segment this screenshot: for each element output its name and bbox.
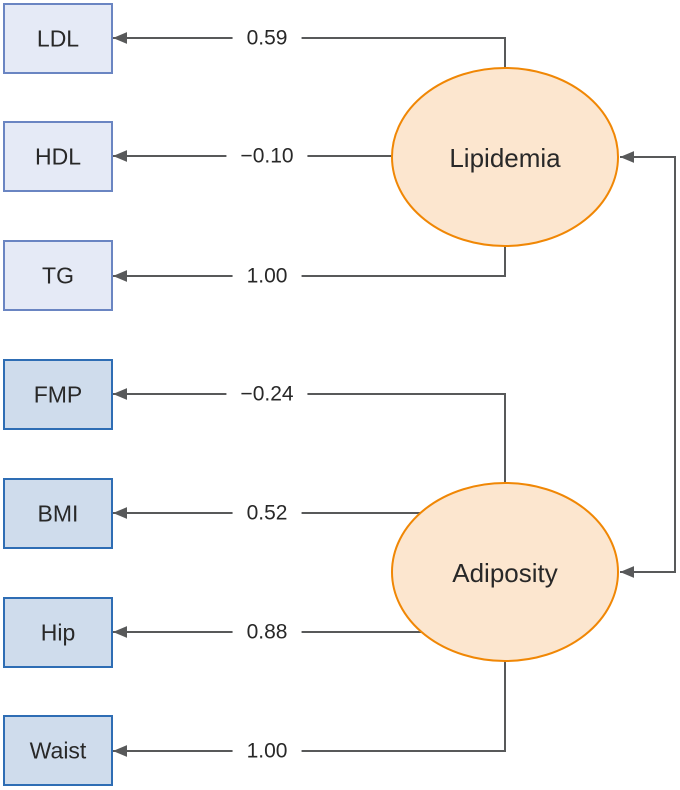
indicator-label-tg: TG xyxy=(42,262,74,289)
indicator-box-bmi xyxy=(3,478,113,549)
loading-value-hdl: −0.10 xyxy=(226,143,308,169)
indicator-label-hdl: HDL xyxy=(34,143,82,170)
covariance-arrow-lipidemia-adiposity xyxy=(620,151,676,578)
arrow-adiposity-waist xyxy=(113,661,506,757)
arrow-adiposity-fmp xyxy=(113,388,506,483)
indicator-box-hip xyxy=(3,597,113,668)
indicator-box-ldl xyxy=(3,3,113,74)
indicator-box-waist xyxy=(3,715,113,786)
indicator-label-waist: Waist xyxy=(29,737,87,764)
latent-label-adiposity: Adiposity xyxy=(452,558,558,588)
indicator-box-fmp xyxy=(3,359,113,430)
loading-value-bmi: 0.52 xyxy=(232,500,302,526)
arrow-lipidemia-tg xyxy=(113,246,506,282)
arrow-lipidemia-ldl xyxy=(113,32,506,68)
loading-value-fmp: −0.24 xyxy=(226,381,308,407)
latent-ellipse-adiposity xyxy=(391,482,619,662)
loading-value-waist: 1.00 xyxy=(232,738,302,764)
loading-value-ldl: 0.59 xyxy=(232,25,302,51)
latent-ellipse-lipidemia xyxy=(391,67,619,247)
loading-value-hip: 0.88 xyxy=(232,619,302,645)
loading-value-tg: 1.00 xyxy=(232,263,302,289)
indicator-label-fmp: FMP xyxy=(33,381,83,408)
indicator-label-hip: Hip xyxy=(40,619,76,646)
indicator-box-hdl xyxy=(3,121,113,192)
indicator-label-bmi: BMI xyxy=(37,500,79,527)
latent-label-lipidemia: Lipidemia xyxy=(449,143,561,173)
indicator-label-ldl: LDL xyxy=(36,25,80,52)
indicator-box-tg xyxy=(3,240,113,311)
